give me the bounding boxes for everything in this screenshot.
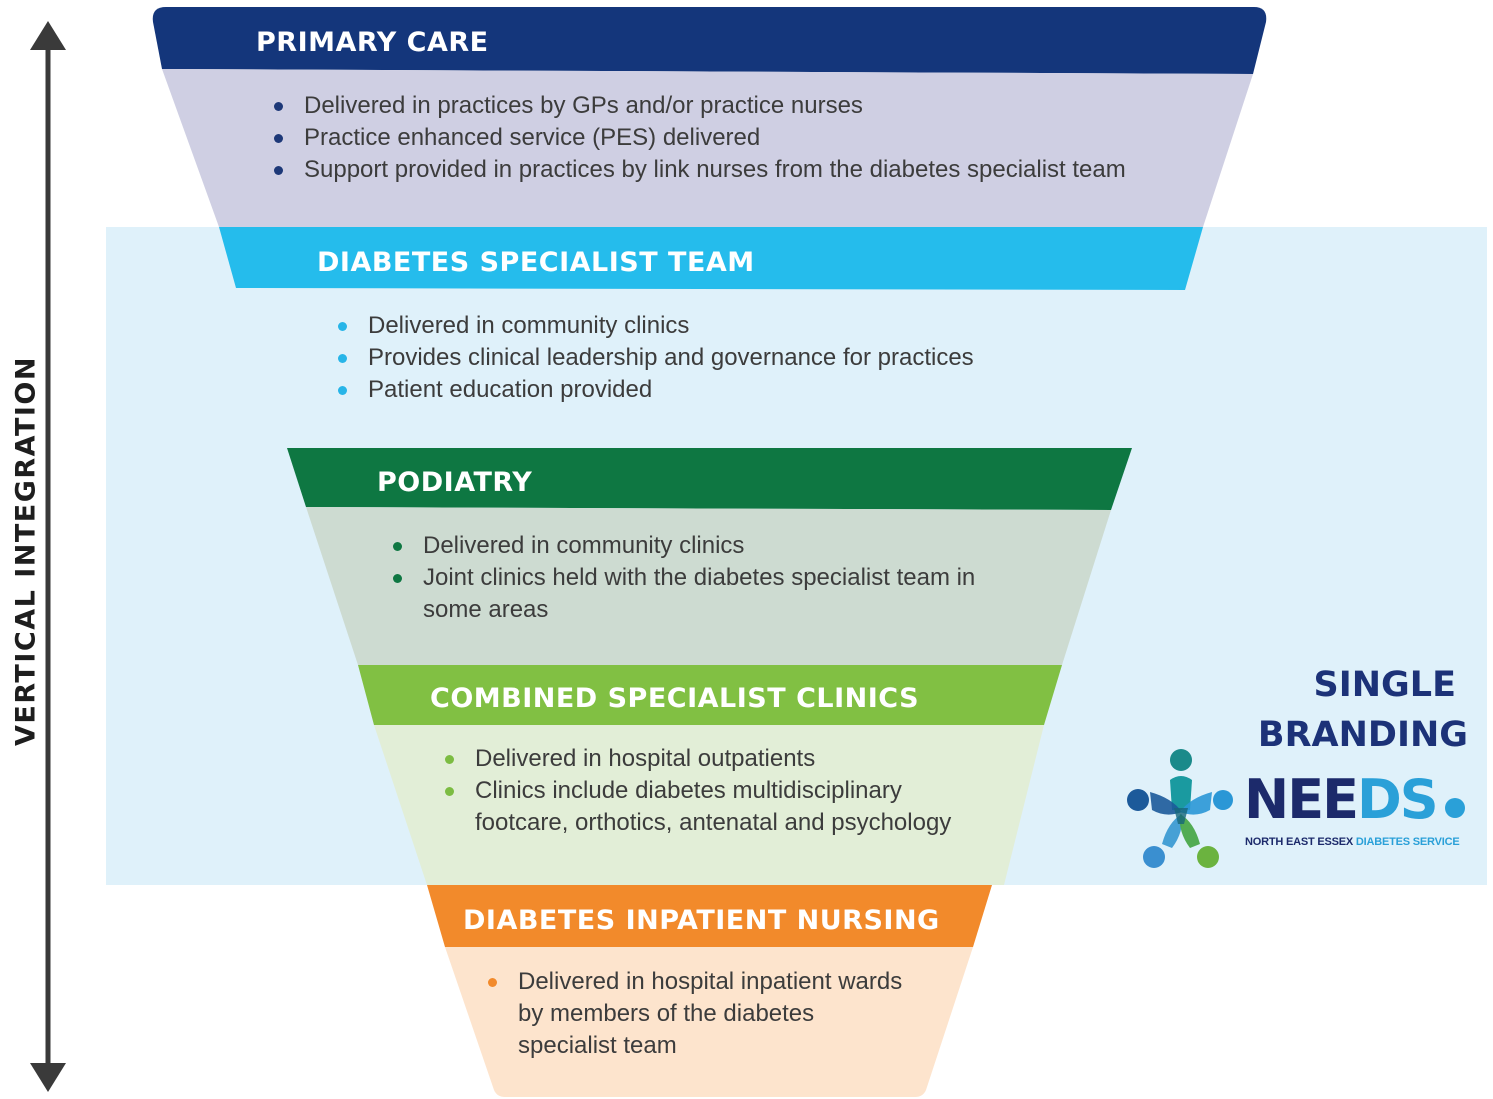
diabetes-specialist-team-list: Delivered in community clinics Provides … [334,310,1114,406]
bullet-icon [393,574,402,583]
needs-logo: NEEDS NORTH EAST ESSEX DIABETES SERVICE [1124,748,1474,873]
list-item: Delivered in practices by GPs and/or pra… [270,90,1200,122]
list-item: Clinics include diabetes multidisciplina… [441,775,981,839]
list-item: Support provided in practices by link nu… [270,154,1200,186]
bullet-icon [338,322,347,331]
bullet-icon [488,978,497,987]
bullet-icon [393,542,402,551]
list-item: Delivered in community clinics [389,530,1009,562]
diabetes-specialist-team-header-band [219,227,1203,290]
combined-specialist-clinics-list: Delivered in hospital outpatients Clinic… [441,743,981,839]
combined-specialist-clinics-title: COMBINED SPECIALIST CLINICS [430,683,920,714]
bullet-icon [338,386,347,395]
inpatient-nursing-header-band [427,885,992,947]
podiatry-title: PODIATRY [377,467,533,498]
list-item: Joint clinics held with the diabetes spe… [389,562,1009,626]
list-item: Provides clinical leadership and governa… [334,342,1114,374]
combined-specialist-clinics-header-band [358,665,1062,725]
bullet-icon [274,102,283,111]
bullet-icon [445,755,454,764]
inpatient-nursing-list: Delivered in hospital inpatient wards by… [484,966,904,1062]
list-item: Delivered in hospital outpatients [441,743,981,775]
bullet-icon [445,787,454,796]
list-item: Patient education provided [334,374,1114,406]
arrow-head-down-icon [30,1063,66,1092]
single-branding-heading: SINGLE BRANDING [1208,660,1468,760]
bullet-icon [338,354,347,363]
needs-subtitle: NORTH EAST ESSEX DIABETES SERVICE [1245,836,1460,848]
list-item: Delivered in community clinics [334,310,1114,342]
branding-line-2: BRANDING [1257,715,1468,755]
bullet-icon [274,166,283,175]
people-figures-icon [1127,749,1233,868]
podiatry-header-band [287,448,1132,510]
combined-specialist-clinics-body [374,725,1044,885]
inpatient-nursing-body [445,947,973,1097]
needs-wordmark: NEEDS [1244,770,1465,830]
logo-dot-icon [1444,798,1465,818]
inpatient-nursing-title: DIABETES INPATIENT NURSING [463,905,940,936]
podiatry-list: Delivered in community clinics Joint cli… [389,530,1009,626]
primary-care-title: PRIMARY CARE [256,27,489,58]
list-item: Delivered in hospital inpatient wards by… [484,966,904,1062]
primary-care-list: Delivered in practices by GPs and/or pra… [270,90,1200,186]
vertical-integration-label: VERTICAL INTEGRATION [10,356,42,746]
diabetes-specialist-team-title: DIABETES SPECIALIST TEAM [317,247,755,278]
primary-care-header-band [152,7,1267,74]
primary-care-body [162,69,1253,227]
arrow-head-up-icon [30,21,66,50]
list-item: Practice enhanced service (PES) delivere… [270,122,1200,154]
branding-line-1: SINGLE [1313,665,1456,705]
podiatry-body [306,507,1111,665]
bullet-icon [274,134,283,143]
